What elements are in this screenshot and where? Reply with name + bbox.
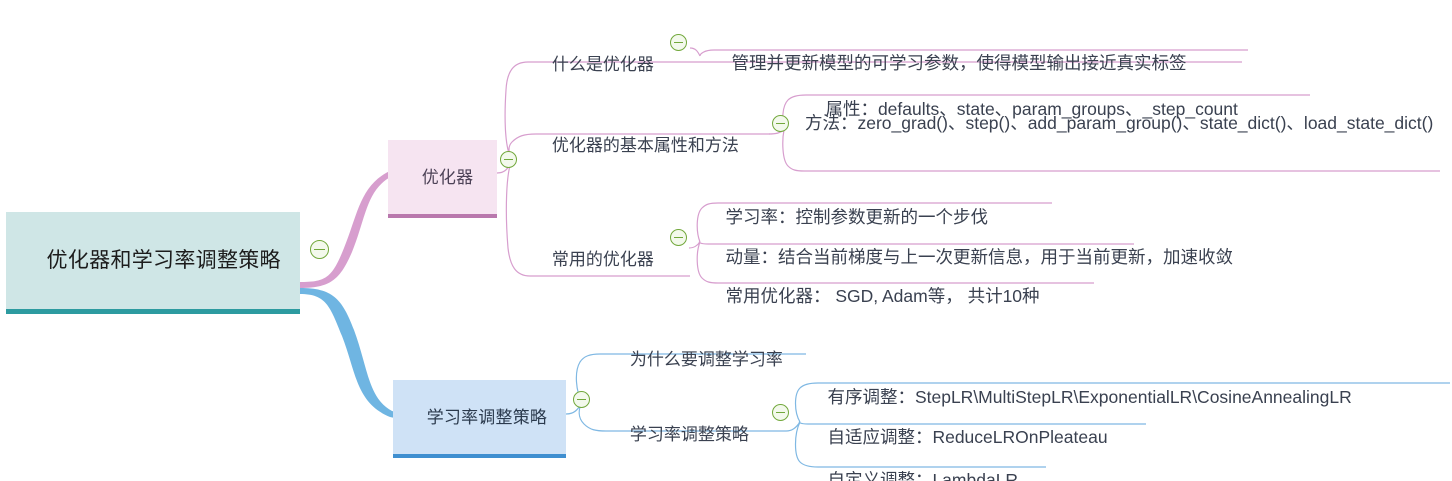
node-learning-rate[interactable]: 学习率：控制参数更新的一个步伐	[706, 183, 988, 250]
node-custom-adjust[interactable]: 自定义调整：LambdaLR	[808, 446, 1018, 481]
root-collapse-toggle[interactable]	[310, 240, 329, 259]
node-why-adjust-lr[interactable]: 为什么要调整学习率	[611, 325, 783, 390]
node-adaptive-adjust-label: 自适应调整：ReduceLROnPleateau	[827, 427, 1108, 447]
node-what-is-optimizer-label: 什么是优化器	[551, 55, 654, 74]
node-momentum-label: 动量：结合当前梯度与上一次更新信息，用于当前更新，加速收敛	[725, 247, 1233, 267]
node-common-optimizers[interactable]: 常用的优化器	[533, 225, 654, 290]
node-optimizer-list-label: 常用优化器： SGD, Adam等， 共计10种	[725, 286, 1040, 306]
branch-node-optimizer[interactable]: 优化器	[388, 140, 497, 219]
node-custom-adjust-label: 自定义调整：LambdaLR	[827, 470, 1019, 481]
node-optimizer-basics[interactable]: 优化器的基本属性和方法	[533, 111, 739, 176]
connector-common-hub	[688, 241, 701, 249]
node-lr-strategy-sub[interactable]: 学习率调整策略	[611, 400, 749, 465]
lr-strategy-sub-collapse-toggle[interactable]	[772, 404, 789, 421]
connector-strategy-hub	[785, 421, 801, 432]
node-lr-strategy-sub-label: 学习率调整策略	[629, 425, 749, 444]
node-what-is-optimizer[interactable]: 什么是优化器	[533, 30, 654, 95]
node-optimizer-basics-label: 优化器的基本属性和方法	[551, 136, 739, 155]
common-optimizers-collapse-toggle[interactable]	[670, 229, 687, 246]
branch-node-optimizer-label: 优化器	[421, 167, 474, 187]
node-momentum[interactable]: 动量：结合当前梯度与上一次更新信息，用于当前更新，加速收敛	[706, 223, 1233, 290]
node-optimizer-methods[interactable]: 方法：zero_grad()、step()、add_param_group()、…	[805, 112, 1443, 135]
node-optimizer-description-label: 管理并更新模型的可学习参数，使得模型输出接近真实标签	[731, 53, 1187, 73]
node-optimizer-attributes[interactable]: 属性：defaults、state、param_groups、_step_cou…	[806, 75, 1238, 142]
node-optimizer-methods-label: 方法：zero_grad()、step()、add_param_group()、…	[805, 113, 1434, 133]
node-common-optimizers-label: 常用的优化器	[551, 250, 654, 269]
node-adaptive-adjust[interactable]: 自适应调整：ReduceLROnPleateau	[808, 403, 1108, 470]
branch-node-lr-strategy-label: 学习率调整策略	[426, 407, 548, 427]
connector-whatis-hub	[689, 47, 701, 57]
connector-root-to-lr-strategy	[300, 288, 404, 420]
what-is-optimizer-collapse-toggle[interactable]	[670, 34, 687, 51]
optimizer-basics-collapse-toggle[interactable]	[772, 115, 789, 132]
node-why-adjust-lr-label: 为什么要调整学习率	[629, 350, 783, 369]
node-optimizer-description[interactable]: 管理并更新模型的可学习参数，使得模型输出接近真实标签	[712, 29, 1186, 96]
lr-strategy-collapse-toggle[interactable]	[573, 391, 590, 408]
root-node-label: 优化器和学习率调整策略	[46, 248, 281, 272]
node-ordered-adjust[interactable]: 有序调整：StepLR\MultiStepLR\ExponentialLR\Co…	[808, 363, 1352, 430]
branch-node-lr-strategy[interactable]: 学习率调整策略	[393, 380, 566, 459]
node-ordered-adjust-label: 有序调整：StepLR\MultiStepLR\ExponentialLR\Co…	[827, 387, 1352, 407]
node-optimizer-list[interactable]: 常用优化器： SGD, Adam等， 共计10种	[706, 262, 1040, 329]
root-node[interactable]: 优化器和学习率调整策略	[6, 212, 300, 314]
optimizer-collapse-toggle[interactable]	[500, 151, 517, 168]
node-optimizer-attributes-label: 属性：defaults、state、param_groups、_step_cou…	[825, 99, 1238, 119]
node-learning-rate-label: 学习率：控制参数更新的一个步伐	[725, 207, 988, 227]
